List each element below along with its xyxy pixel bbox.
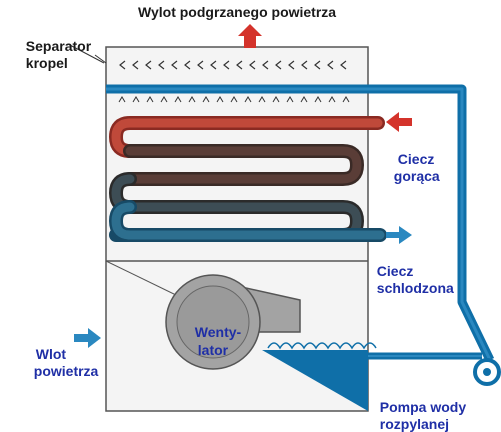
pump-label-2: rozpylanej <box>379 416 450 432</box>
chevron-icon <box>301 60 308 70</box>
spray-nozzle-icon <box>258 96 266 103</box>
left-arrow-icon <box>386 112 412 132</box>
spray-nozzle-icon <box>216 96 224 103</box>
chevron-icon <box>184 60 191 70</box>
spray-nozzle-icon <box>118 96 126 103</box>
spray-nozzle-icon <box>230 96 238 103</box>
chevron-icon <box>119 60 126 70</box>
chevron-icon <box>327 60 334 70</box>
chevron-icon <box>210 60 217 70</box>
chevron-icon <box>132 60 139 70</box>
spray-nozzle-icon <box>202 96 210 103</box>
chevron-icon <box>223 60 230 70</box>
spray-nozzle-icon <box>146 96 154 103</box>
spray-nozzle-icon <box>118 96 350 103</box>
cooled-liquid-label-2: schlodzona <box>376 280 454 296</box>
spray-nozzle-icon <box>314 96 322 103</box>
chevron-icon <box>145 60 152 70</box>
fan-icon <box>165 274 301 370</box>
spray-header-pipe <box>106 84 495 362</box>
chevron-icon <box>171 60 178 70</box>
hot-liquid-label-2: gorąca <box>393 168 440 184</box>
separator-label-2: kropel <box>25 55 68 71</box>
spray-nozzle-icon <box>300 96 308 103</box>
inlet-arrow-icon <box>74 328 101 348</box>
chevron-icon <box>288 60 295 70</box>
cooled-liquid-label: Ciecz <box>376 263 414 279</box>
spray-nozzle-icon <box>244 96 252 103</box>
spray-nozzle-icon <box>286 96 294 103</box>
spray-nozzle-icon <box>272 96 280 103</box>
pump-icon <box>473 358 501 386</box>
spray-nozzle-icon <box>188 96 196 103</box>
spray-nozzle-icon <box>342 96 350 103</box>
chevron-icon <box>197 60 204 70</box>
fan-label-2: lator <box>197 342 229 358</box>
spray-nozzle-icon <box>328 96 336 103</box>
air-inlet-label: Wlot <box>35 346 67 362</box>
chevron-icon <box>158 60 165 70</box>
spray-nozzle-icon <box>132 96 140 103</box>
chevron-icon <box>249 60 256 70</box>
chevron-icon <box>340 60 347 70</box>
pump-label: Pompa wody <box>379 399 467 415</box>
separator-leader <box>67 43 105 64</box>
hot-liquid-label: Ciecz <box>397 151 435 167</box>
chevron-icon <box>275 60 282 70</box>
spray-nozzle-icon <box>174 96 182 103</box>
top-outlet-label: Wylot podgrzanego powietrza <box>138 4 337 20</box>
right-arrow-icon <box>386 226 412 244</box>
inlet-guide-line <box>105 260 179 297</box>
up-arrow-icon <box>238 24 262 48</box>
heat-exchanger-coil <box>109 116 387 242</box>
chevron-icon <box>314 60 321 70</box>
chevron-icon <box>236 60 243 70</box>
water-basin <box>262 342 377 411</box>
chevron-icon <box>262 60 269 70</box>
air-inlet-label-2: powietrza <box>33 363 99 379</box>
separator-label: Separator <box>25 38 92 54</box>
fan-label: Wenty- <box>194 324 242 340</box>
spray-nozzle-icon <box>160 96 168 103</box>
drift-eliminator <box>119 60 347 70</box>
